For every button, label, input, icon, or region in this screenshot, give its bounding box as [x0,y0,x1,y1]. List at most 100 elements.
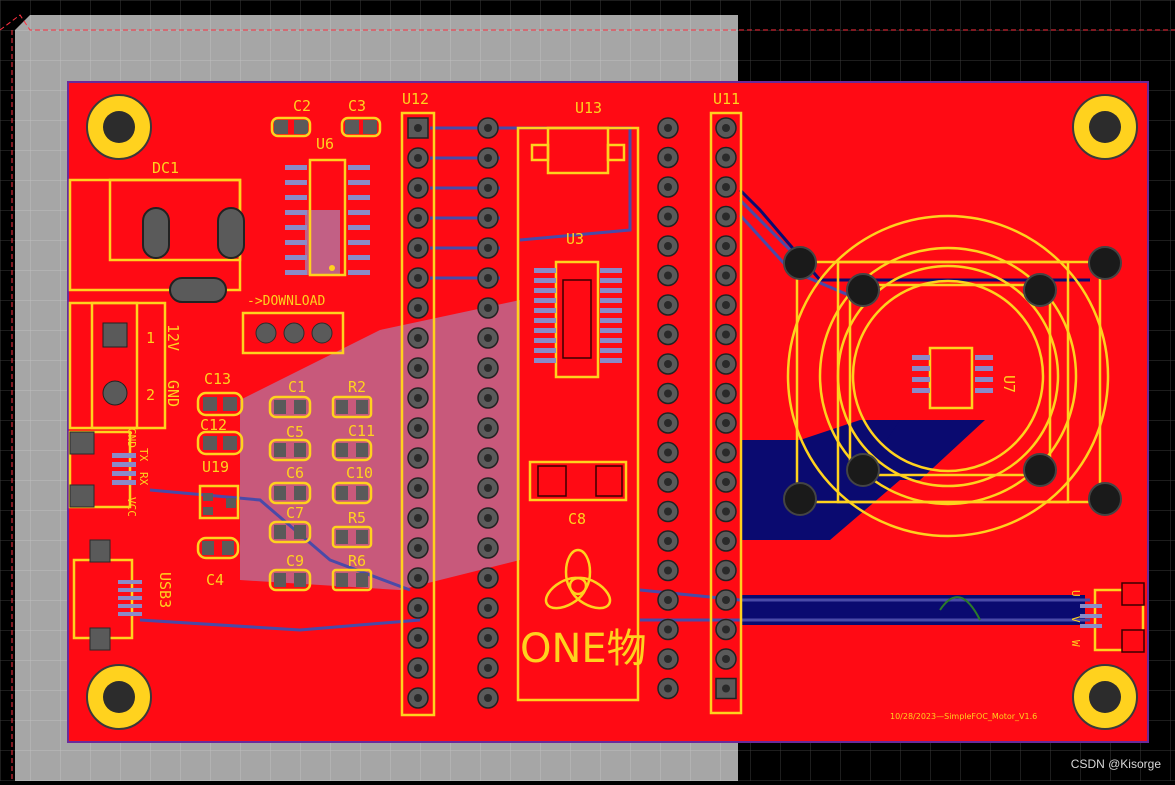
u3-pin [600,278,622,283]
pad-drill [484,574,492,582]
pad-drill [664,213,672,221]
u19-label: U19 [202,458,229,476]
mounting-hole-bottom-left [87,665,151,729]
pad-drill [414,394,422,402]
pad-drill [722,449,730,457]
pad-drill [484,364,492,372]
pad-drill [664,655,672,663]
u3-pin [534,298,556,303]
u7-label: U7 [1000,375,1018,393]
pad-drill [664,301,672,309]
pad-drill [664,596,672,604]
pad-drill [664,154,672,162]
pad-drill [722,567,730,575]
pad-drill [414,514,422,522]
pad-drill [414,484,422,492]
pad-drill [664,272,672,280]
pad-drill [414,664,422,672]
u3-pin [534,318,556,323]
pad-drill [484,514,492,522]
c5-label: C5 [286,423,304,441]
u3-pin [600,288,622,293]
pad-drill [414,334,422,342]
usb3-label: USB3 [156,572,174,608]
pad-drill [722,124,730,132]
pad-drill [414,304,422,312]
pad-drill [414,694,422,702]
pad-drill [414,424,422,432]
pad-drill [722,331,730,339]
pad-drill [414,184,422,192]
pad-drill [722,508,730,516]
motor-v-label: V [1069,616,1082,623]
pad-drill [664,183,672,191]
pad-drill [414,364,422,372]
pad-drill [722,390,730,398]
pad-drill [722,596,730,604]
pad-drill [484,544,492,552]
pad-drill [722,685,730,693]
u3-pin [534,348,556,353]
u12-label: U12 [402,90,429,108]
mounting-hole-bottom-right [1073,665,1137,729]
c12-label: C12 [200,416,227,434]
pad-drill [414,244,422,252]
pad-drill [484,454,492,462]
u3-pin [600,338,622,343]
pad-drill [722,213,730,221]
dc1-label: DC1 [152,159,179,177]
pad-drill [664,626,672,634]
u3-pin [600,328,622,333]
download-label: ->DOWNLOAD [247,294,325,309]
c11-label: C11 [348,422,375,440]
pad-drill [722,419,730,427]
u11-label: U11 [713,90,740,108]
uart-rx-label: RX [137,472,150,486]
pad-drill [664,390,672,398]
pad-drill [664,419,672,427]
r2-label: R2 [348,378,366,396]
terminal-pin1-label: 1 [146,329,155,347]
pad-drill [722,242,730,250]
u3-pin [600,298,622,303]
uart-vcc-label: VCC [125,497,138,517]
pad-drill [484,304,492,312]
pad-drill [664,449,672,457]
pad-drill [484,604,492,612]
pad-drill [722,478,730,486]
pad-drill [722,360,730,368]
u3-pin [534,288,556,293]
pad-drill [664,360,672,368]
pad-drill [722,626,730,634]
u3-pin [600,358,622,363]
u13-label: U13 [575,99,602,117]
pad-drill [414,604,422,612]
terminal-12v-label: 12V [164,324,182,351]
pad-drill [484,694,492,702]
motor-u-label: U [1069,590,1082,597]
terminal-pin2-label: 2 [146,386,155,404]
pad-drill [664,478,672,486]
revision-label: 10/28/2023—SimpleFOC_Motor_V1.6 [890,712,1037,721]
pad-drill [414,454,422,462]
pad-drill [722,301,730,309]
c7-label: C7 [286,504,304,522]
uart-tx-label: TX [137,448,150,462]
c1-label: C1 [288,378,306,396]
c6-label: C6 [286,464,304,482]
mounting-hole-top-left [87,95,151,159]
u3-pin [534,358,556,363]
pad-drill [484,274,492,282]
pad-drill [722,183,730,191]
pad-drill [664,567,672,575]
u3-pin [600,268,622,273]
pad-drill [484,244,492,252]
c3-label: C3 [348,97,366,115]
pad-drill [484,154,492,162]
u3-pin [534,268,556,273]
pad-drill [722,655,730,663]
pad-drill [664,242,672,250]
pad-drill [484,664,492,672]
pad-drill [484,634,492,642]
